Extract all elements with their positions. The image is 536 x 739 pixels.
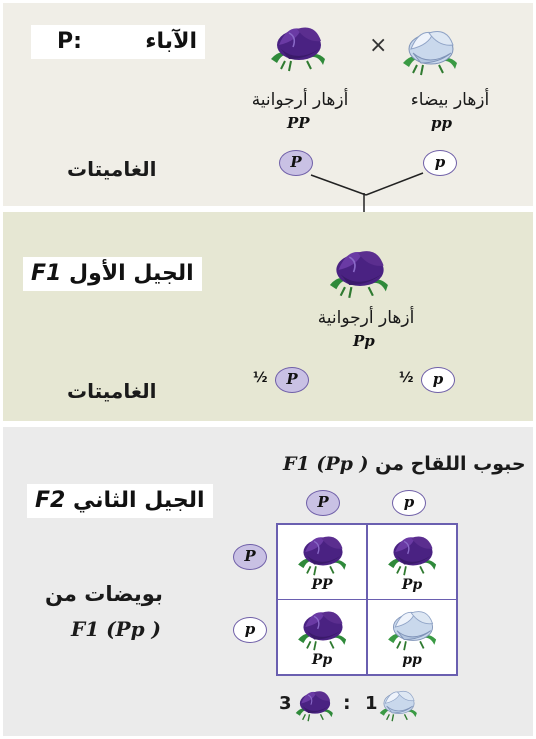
f1-gamete-dominant: P (275, 367, 309, 393)
f1-tag: الجيل الأول F1 (23, 257, 202, 291)
f1-panel: الجيل الأول F1 أزهار أرجوانية Pp الغاميت… (3, 212, 533, 421)
f1-gametes-label: الغاميتات (67, 379, 157, 403)
parents-gametes-label: الغاميتات (67, 157, 157, 181)
ovules-label: بويضات من (45, 582, 163, 606)
f1-fraction-dominant: ½ (253, 370, 268, 386)
parents-tag: الآباء P: (31, 25, 205, 59)
purple-genotype: PP (287, 114, 310, 132)
cross-sign: × (369, 33, 388, 58)
ovule-gamete-recessive: p (233, 617, 267, 643)
ratio-separator: : (343, 692, 351, 714)
pollen-gamete-dominant: P (306, 490, 340, 516)
ratio-white-count: 1 (365, 693, 378, 714)
f1-fraction-recessive: ½ (399, 370, 414, 386)
white-flower-icon (379, 690, 418, 722)
pollen-source-label: حبوب اللقاح من ( F1 (Pp (283, 453, 526, 475)
purple-flowers-label: أزهار أرجوانية (251, 90, 349, 110)
purple-flower-icon (295, 690, 334, 722)
ratio-purple-count: 3 (279, 693, 292, 714)
ovule-gamete-dominant: P (233, 544, 267, 570)
gamete-white: p (423, 150, 457, 176)
f1-genotype: Pp (353, 332, 375, 350)
white-flower-icon (387, 610, 438, 652)
ovules-source: ( F1 (Pp (71, 617, 162, 641)
pollen-label: حبوب اللقاح من (375, 453, 526, 475)
gamete-purple: P (279, 150, 313, 176)
parents-tag-symbol: P: (57, 29, 82, 54)
f1-flowers-label: أزهار أرجوانية (317, 308, 415, 328)
punnett-cell-genotype: Pp (311, 652, 333, 668)
f1-purple-flower-icon (328, 250, 390, 299)
f2-panel: حبوب اللقاح من ( F1 (Pp الجيل الثاني F2 … (3, 427, 533, 736)
parents-tag-label: الآباء (145, 29, 197, 54)
white-flowers-label: أزهار بيضاء (410, 90, 490, 110)
purple-flower-icon (297, 610, 348, 652)
punnett-cell: Pp (368, 525, 456, 599)
punnett-cell-genotype: PP (311, 577, 333, 593)
phenotype-ratio: 3 : 1 (279, 683, 429, 725)
purple-flower-icon (387, 535, 438, 577)
cross-lines (310, 172, 424, 196)
f2-tag-label: الجيل الثاني (73, 488, 205, 513)
purple-flower-icon (297, 535, 348, 577)
white-genotype: pp (431, 114, 452, 132)
pollen-source: ( F1 (Pp (283, 453, 369, 475)
parents-panel: الآباء P: × أزهار أرجوانية PP أزهار بيضا… (3, 3, 533, 206)
f2-tag-symbol: F2 (35, 488, 66, 513)
punnett-cell-genotype: Pp (401, 577, 423, 593)
f1-tag-symbol: F1 (31, 261, 62, 286)
f1-gamete-recessive: p (421, 367, 455, 393)
pollen-gamete-recessive: p (392, 490, 426, 516)
f2-tag: الجيل الثاني F2 (27, 484, 213, 518)
punnett-square: PP Pp Pp pp (276, 523, 458, 676)
punnett-cell: PP (278, 525, 366, 599)
f1-tag-label: الجيل الأول (69, 261, 194, 286)
punnett-cell: Pp (278, 600, 366, 674)
punnett-cell-genotype: pp (402, 652, 422, 668)
punnett-cell: pp (368, 600, 456, 674)
